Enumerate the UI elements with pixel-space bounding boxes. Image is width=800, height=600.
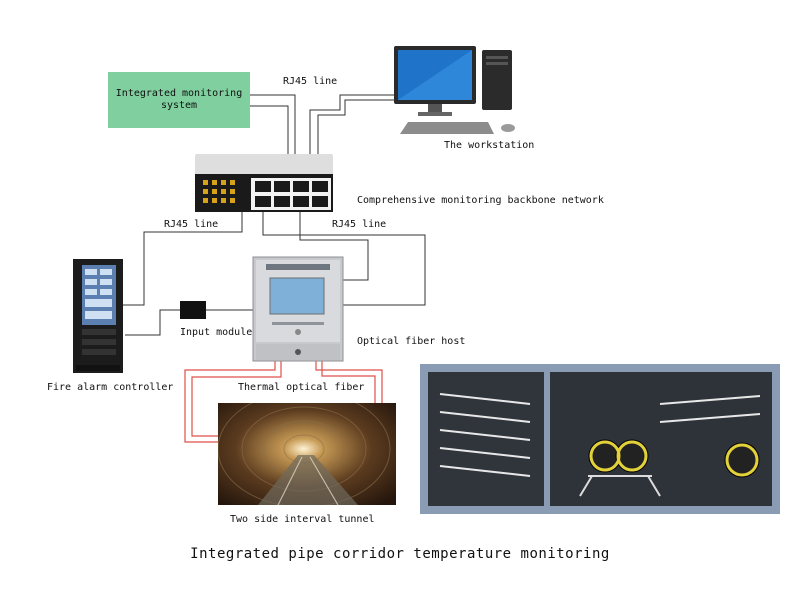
workstation-label: The workstation [444, 140, 535, 151]
diagram-title: Integrated pipe corridor temperature mon… [190, 546, 610, 562]
network-switch-image [195, 154, 333, 212]
thermal-optical-fiber-label: Thermal optical fiber [238, 382, 365, 393]
optical-fiber-host-label: Optical fiber host [357, 336, 466, 347]
rj45-line-label-right: RJ45 line [332, 219, 387, 230]
workstation-computer-image [394, 46, 515, 134]
backbone-network-label: Comprehensive monitoring backbone networ… [357, 195, 604, 206]
rj45-line-label-top: RJ45 line [283, 76, 338, 87]
integrated-monitoring-system-box[interactable]: Integrated monitoring system [108, 72, 250, 128]
integrated-monitoring-system-label: Integrated monitoring system [115, 88, 243, 111]
optical-fiber-host-image [252, 256, 344, 362]
input-module-label: Input module [180, 327, 253, 338]
tunnel-label: Two side interval tunnel [230, 514, 375, 525]
input-module-device [180, 301, 206, 319]
rj45-line-label-left: RJ45 line [164, 219, 219, 230]
tunnel-photo-image [218, 403, 396, 505]
fire-alarm-controller-label: Fire alarm controller [47, 382, 174, 393]
pipe-corridor-render-image [420, 364, 780, 514]
fire-alarm-controller-cabinet-image [73, 259, 123, 373]
